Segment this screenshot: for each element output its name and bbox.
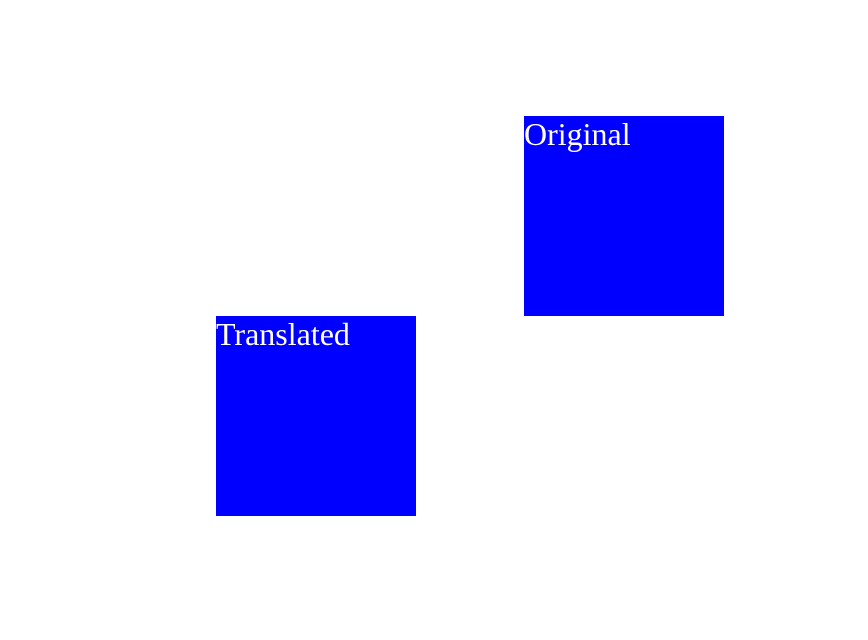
translated-box-label: Translated: [216, 316, 350, 352]
translated-box: Translated: [216, 316, 416, 516]
original-box-label: Original: [524, 116, 631, 152]
original-box: Original: [524, 116, 724, 316]
